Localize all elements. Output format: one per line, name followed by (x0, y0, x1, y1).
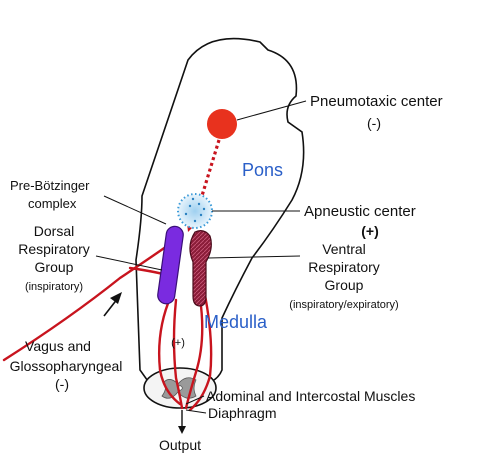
ventral-label-line4: (inspiratory/expiratory) (289, 299, 398, 311)
pneumotaxic-leader-line (236, 100, 307, 121)
diaphragm-leader-line (185, 409, 207, 414)
dorsal-respiratory-group-bar (157, 225, 184, 305)
ventral-label-line3: Group (325, 277, 364, 293)
dorsal-label-line4: (inspiratory) (25, 281, 83, 293)
pons-label: Pons (242, 160, 283, 180)
plus-sign-label: (+) (171, 337, 185, 349)
vagus-label-line3: (-) (55, 376, 69, 392)
dorsal-label-line1: Dorsal (34, 223, 74, 239)
output-label: Output (159, 437, 201, 453)
vagus-label-line2: Glossopharyngeal (10, 358, 123, 374)
apneustic-label: Apneustic center (304, 203, 416, 220)
nerve-lines (2, 242, 213, 412)
apneustic-sign: (+) (361, 223, 379, 239)
apneustic-center-cloud (177, 193, 213, 229)
afferent-arrow-head (110, 292, 122, 304)
pre-botzinger-label-line2: complex (28, 196, 77, 211)
ventral-respiratory-group-shape (189, 230, 212, 307)
ventral-label-line2: Respiratory (308, 259, 380, 275)
pneumotaxic-center-circle (207, 109, 237, 139)
vagus-label-line1: Vagus and (25, 338, 91, 354)
diaphragm-label: Diaphragm (208, 405, 276, 421)
pneumotaxic-sign: (-) (367, 115, 381, 131)
pre-botzinger-label-line1: Pre-Bötzinger (10, 178, 90, 193)
ventral-label-line1: Ventral (322, 241, 366, 257)
pneumotaxic-label: Pneumotaxic center (310, 93, 443, 110)
pneumotaxic-to-apneustic-dotted-line (192, 139, 221, 223)
muscles-label: Adominal and Intercostal Muscles (206, 388, 415, 404)
dorsal-label-line2: Respiratory (18, 241, 90, 257)
ventral-leader-line (207, 255, 301, 259)
muscles-leader-line (185, 395, 205, 405)
dorsal-leader-line (95, 255, 163, 271)
output-arrow-head (178, 426, 186, 434)
pre-botzinger-leader-line (103, 195, 167, 225)
medulla-label: Medulla (204, 312, 268, 332)
dorsal-label-line3: Group (35, 259, 74, 275)
